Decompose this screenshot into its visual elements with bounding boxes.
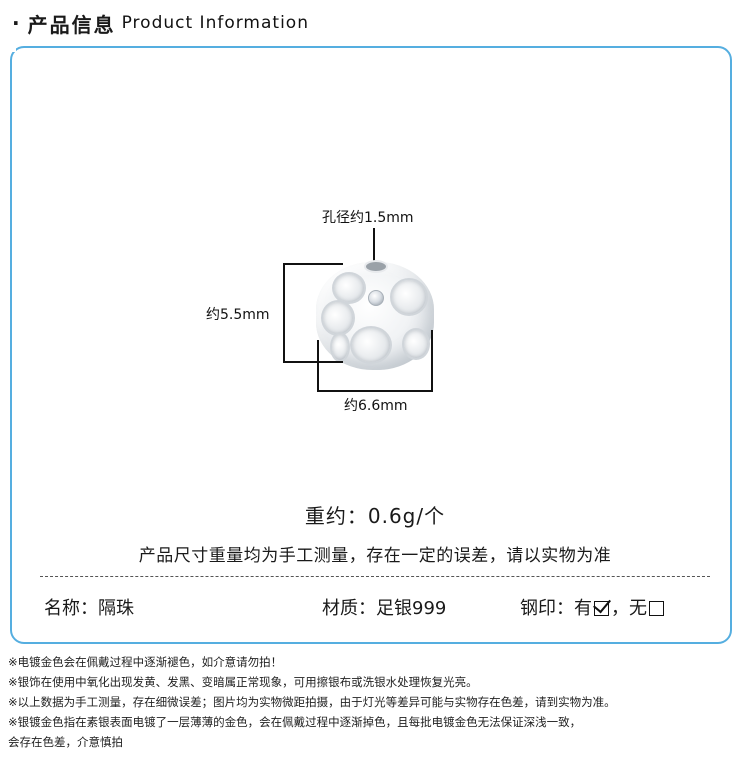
- attr-material: 材质：足银999: [322, 598, 447, 619]
- disclaimer-item: ※电镀金色会在佩戴过程中逐渐褪色，如介意请勿拍！: [8, 655, 283, 669]
- height-bracket-bottom: [283, 361, 343, 363]
- dashed-divider: [40, 576, 710, 577]
- height-bracket-vertical: [283, 263, 285, 363]
- frame-gap: [12, 42, 16, 52]
- disclaimer-item: ※以上数据为手工测量，存在细微误差；图片均为实物微距拍摄，由于灯光等差异可能与实…: [8, 695, 616, 709]
- height-bracket-top: [283, 263, 343, 265]
- bead-coin-motif: [350, 326, 392, 364]
- info-frame: [10, 46, 732, 644]
- weight-text: 重约：0.6g/个: [304, 504, 446, 528]
- width-bracket-left: [317, 340, 319, 392]
- hole-diameter-label: 孔径约1.5mm: [322, 210, 414, 226]
- product-diagram: 孔径约1.5mm 约5.5mm 约6.6mm: [206, 210, 434, 414]
- bead-gem: [368, 290, 384, 306]
- bead-coin-motif: [390, 278, 428, 316]
- measurement-note: 产品尺寸重量均为手工测量，存在一定的误差，请以实物为准: [138, 546, 612, 566]
- stamp-no-checkbox: [649, 601, 664, 616]
- bead-coin-motif: [402, 328, 430, 360]
- section-title-cn: 产品信息: [27, 12, 116, 37]
- height-label: 约5.5mm: [206, 307, 270, 323]
- disclaimer-list: ※电镀金色会在佩戴过程中逐渐褪色，如介意请勿拍！ ※银饰在使用中氧化出现发黄、发…: [8, 652, 746, 752]
- hole-pointer-line: [373, 228, 375, 268]
- attr-stamp: 钢印：有 ，无: [520, 594, 666, 620]
- disclaimer-item: ※银镀金色指在素银表面电镀了一层薄薄的金色，会在佩戴过程中逐渐掉色，且每批电镀金…: [8, 715, 582, 729]
- section-title-en: Product Information: [121, 13, 309, 33]
- bead-hole: [364, 260, 388, 273]
- bead-coin-motif: [321, 300, 355, 336]
- stamp-separator: ，无: [611, 598, 647, 619]
- width-label: 约6.6mm: [344, 398, 408, 414]
- disclaimer-item: 会存在色差，介意慎拍: [8, 735, 123, 749]
- stamp-label: 钢印：有: [520, 598, 592, 619]
- disclaimer-item: ※银饰在使用中氧化出现发黄、发黑、变暗属正常现象，可用擦银布或洗银水处理恢复光亮…: [8, 675, 478, 689]
- section-header: · 产品信息 Product Information: [12, 8, 309, 38]
- attr-name: 名称：隔珠: [44, 598, 134, 619]
- header-bullet: ·: [12, 11, 20, 35]
- width-bracket-bottom: [317, 390, 433, 392]
- bead-coin-motif: [330, 332, 350, 362]
- bead-coin-motif: [332, 272, 366, 304]
- stamp-yes-checkbox: [594, 601, 609, 616]
- width-bracket-right: [431, 330, 433, 392]
